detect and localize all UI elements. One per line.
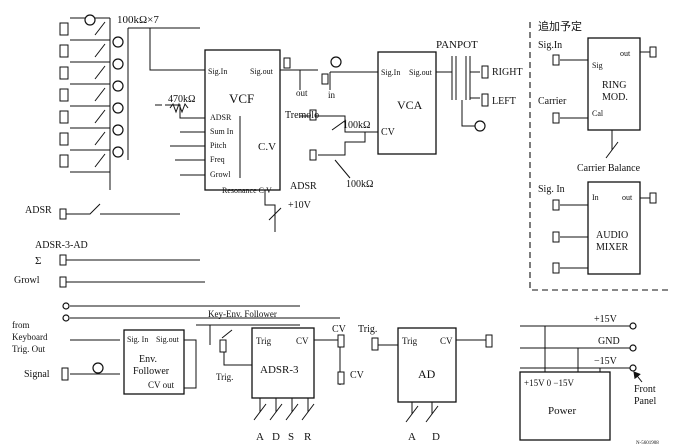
from-line3: Trig. Out [12, 344, 46, 354]
vcf-growl-label: Growl [210, 170, 231, 179]
mixer-title-2: MIXER [596, 242, 629, 253]
from-line2: Keyboard [12, 332, 48, 342]
pot-bank-label: 100kΩ×7 [117, 14, 159, 26]
env-title-2: Follower [133, 366, 170, 377]
vca-cv-label: CV [381, 127, 396, 138]
power-block: +15V GND −15V +15V 0 −15V Power Front Pa… [519, 314, 656, 441]
vca-sig-in-label: Sig.In [381, 68, 400, 77]
ring-title-1: RING [602, 80, 626, 91]
adsr3-knob-s: S [288, 431, 294, 443]
front-panel-1: Front [634, 384, 656, 395]
sigma-label: Σ [35, 255, 41, 267]
trig-label-2: Trig. [358, 324, 377, 335]
out-label: out [296, 88, 308, 98]
adsr-cv-label: ADSR [290, 181, 317, 192]
vcf-sig-out-label: Sig.out [250, 67, 274, 76]
left-inputs: ADSR ADSR-3-AD Σ Growl from Keyboard Tri… [12, 203, 340, 381]
pot-470k-label: 470kΩ [168, 94, 195, 105]
future-section: 追加予定 Sig out RING MOD. Cal Sig.In Carrie… [529, 19, 672, 291]
mixer-out-label: out [622, 193, 633, 202]
adsr3-title: ADSR-3 [260, 364, 299, 376]
panpot-section: PANPOT RIGHT LEFT [436, 39, 523, 132]
ad-trig-label: Trig [402, 336, 418, 346]
meter-icon [84, 14, 124, 158]
power-rails-label: +15V 0 −15V [524, 378, 574, 388]
cv-label-2: CV [350, 370, 365, 381]
env-sig-in-label: Sig. In [127, 335, 148, 344]
vcf-adsr-label: ADSR [210, 113, 232, 122]
vcf-vca-patch: out in [280, 56, 378, 100]
carrier-balance-label: Carrier Balance [577, 163, 641, 174]
trig-label-1: Trig. [216, 372, 233, 382]
env-cv-out-label: CV out [148, 380, 175, 390]
mixer-in-label: In [592, 193, 599, 202]
vcf-title: VCF [229, 91, 254, 106]
ring-cal-label: Cal [592, 109, 604, 118]
cv-label-1: CV [332, 324, 347, 335]
corner-code: N-5601908 [636, 441, 659, 446]
pot-100k-a-label: 100kΩ [343, 120, 370, 131]
adsr3-block: Trig CV ADSR-3 Trig. A D S R [216, 327, 315, 443]
mixer-sig-in-label: Sig. In [538, 184, 565, 195]
ring-carrier-label: Carrier [538, 96, 567, 107]
vca-block: Sig.In Sig.out VCA CV [377, 51, 437, 155]
env-title-1: Env. [139, 354, 157, 365]
adsr3-cv-label: CV [296, 336, 309, 346]
adsr-input-label: ADSR [25, 205, 52, 216]
vcf-sig-in-label: Sig.In [208, 67, 227, 76]
vca-sig-out-label: Sig.out [409, 68, 433, 77]
front-panel-2: Panel [634, 396, 656, 407]
vcf-cv-label: C.V [258, 141, 276, 153]
panpot-label: PANPOT [436, 39, 478, 51]
vcf-pitch-label: Pitch [210, 141, 226, 150]
vca-title: VCA [397, 98, 423, 112]
meter-icon [330, 56, 342, 68]
plus-10v-label: +10V [288, 200, 312, 211]
growl-input-label: Growl [14, 275, 40, 286]
right-out-label: RIGHT [492, 67, 523, 78]
ring-title-2: MOD. [602, 92, 628, 103]
signal-input-label: Signal [24, 369, 50, 380]
env-follower-block: Sig. In Sig.out Env. Follower CV out [123, 329, 197, 395]
tremolo-label: Tremolo [285, 110, 319, 121]
adsr3-knob-a: A [256, 431, 264, 443]
from-line1: from [12, 320, 30, 330]
ad-title: AD [418, 367, 436, 381]
vcf-resonance-label: Resonance C.V [222, 186, 272, 195]
jack-icon [59, 22, 69, 168]
env-sig-out-label: Sig.out [156, 335, 180, 344]
ad-knob-d: D [432, 431, 440, 443]
vcf-freq-label: Freq [210, 155, 225, 164]
mixer-title-1: AUDIO [596, 230, 628, 241]
input-jack-bank: 100kΩ×7 [59, 14, 200, 190]
pot-100k-b-label: 100kΩ [346, 179, 373, 190]
future-title: 追加予定 [538, 19, 582, 33]
power-m15-label: −15V [594, 356, 618, 367]
ad-cv-label: CV [440, 336, 453, 346]
power-gnd-label: GND [598, 336, 620, 347]
ring-out-label: out [620, 49, 631, 58]
ad-block: Trig CV AD A D [397, 327, 493, 443]
power-p15-label: +15V [594, 314, 618, 325]
power-title: Power [548, 405, 576, 417]
meter-icon [92, 362, 104, 374]
adsr3-knob-d: D [272, 431, 280, 443]
left-out-label: LEFT [492, 96, 516, 107]
adsr3-knob-r: R [304, 431, 312, 443]
ring-sig-label: Sig [592, 61, 603, 70]
in-label: in [328, 90, 336, 100]
vcf-sum-in-label: Sum In [210, 127, 233, 136]
vcf-block: VCF Sig.In Sig.out ADSR Sum In Pitch Fre… [204, 49, 281, 195]
ring-sig-in-label: Sig.In [538, 40, 562, 51]
adsr3-ad-label: ADSR-3-AD [35, 240, 88, 251]
ad-knob-a: A [408, 431, 416, 443]
adsr3-trig-label: Trig [256, 336, 272, 346]
key-env-follower-label: Key-Env. Follower [208, 309, 277, 319]
vca-cv-wires [300, 115, 378, 179]
